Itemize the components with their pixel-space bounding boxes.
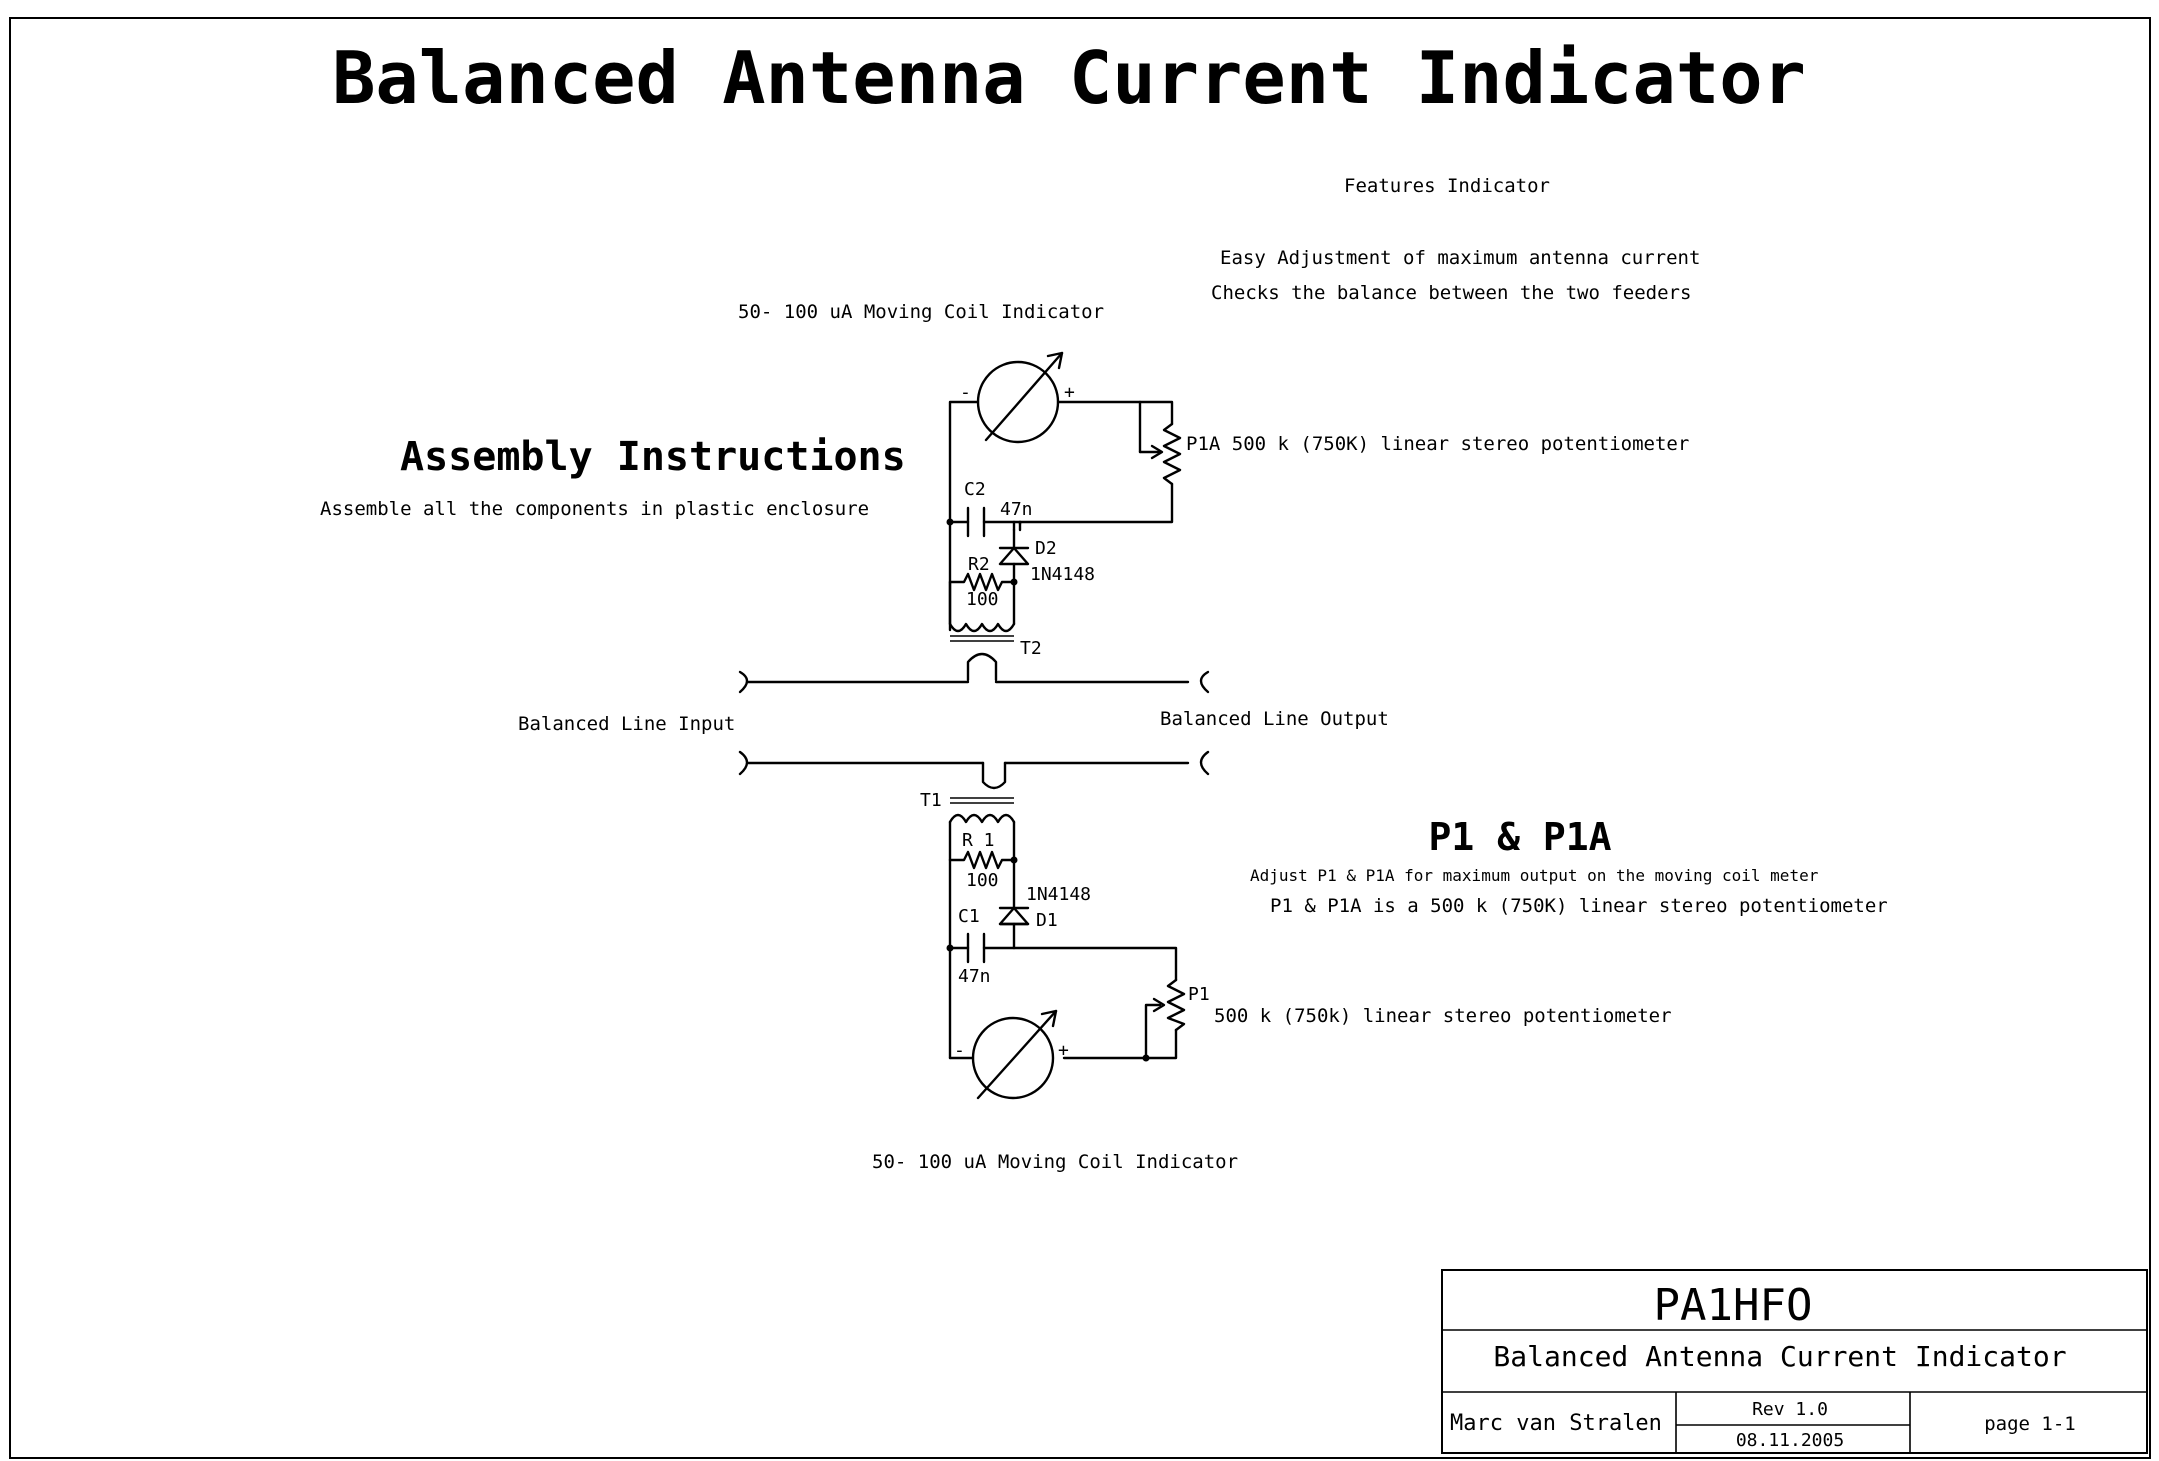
features-line-1: Easy Adjustment of maximum antenna curre… <box>1220 247 1700 269</box>
title-block-author: Marc van Stralen <box>1450 1411 1662 1436</box>
meter-top-label: 50- 100 uA Moving Coil Indicator <box>738 301 1104 323</box>
d2-diode-icon <box>998 528 1030 584</box>
meter-top-minus: - <box>960 382 971 403</box>
title-block <box>1441 1269 2148 1454</box>
meter-bottom-icon <box>971 1009 1058 1100</box>
balanced-line-input-label: Balanced Line Input <box>518 713 735 735</box>
page-title: Balanced Antenna Current Indicator <box>332 36 1806 120</box>
t1-label: T1 <box>920 790 942 811</box>
t2-label: T2 <box>1020 638 1042 659</box>
title-block-date: 08.11.2005 <box>1736 1430 1844 1451</box>
d1-diode-icon <box>998 858 1030 950</box>
c1-value: 47n <box>958 966 991 987</box>
c2-value: 47n <box>1000 499 1033 520</box>
p1-label: P1 <box>1188 984 1210 1005</box>
title-block-title: Balanced Antenna Current Indicator <box>1493 1340 2066 1373</box>
meter-bottom-plus: + <box>1058 1040 1069 1061</box>
features-line-2: Checks the balance between the two feede… <box>1211 282 1691 304</box>
meter-bottom-minus: - <box>954 1040 965 1061</box>
c2-label: C2 <box>964 479 986 500</box>
p1-note-heading: P1 & P1A <box>1428 815 1611 859</box>
upper-wiring <box>948 400 1174 632</box>
t2-transformer-icon <box>948 580 1016 682</box>
p1-note-line-1: Adjust P1 & P1A for maximum output on th… <box>1250 866 1819 885</box>
r1-resistor-icon <box>948 850 1018 870</box>
d1-label: D1 <box>1036 910 1058 931</box>
r2-resistor-icon <box>946 518 1018 592</box>
meter-top-plus: + <box>1064 382 1075 403</box>
lower-wiring <box>948 946 1178 1062</box>
title-block-page: page 1-1 <box>1984 1413 2076 1435</box>
balanced-line-output-label: Balanced Line Output <box>1160 708 1389 730</box>
c1-label: C1 <box>958 906 980 927</box>
assembly-text: Assemble all the components in plastic e… <box>320 498 869 520</box>
sheet-border <box>9 17 2151 1459</box>
title-block-rev: Rev 1.0 <box>1752 1399 1828 1420</box>
d2-part: 1N4148 <box>1030 564 1095 585</box>
p1-description: 500 k (750k) linear stereo potentiometer <box>1214 1005 1672 1027</box>
p1a-label: P1A 500 k (750K) linear stereo potentiom… <box>1186 433 1689 455</box>
t1-transformer-icon <box>948 797 1016 862</box>
c1-capacitor-icon <box>946 858 1016 1060</box>
r2-label: R2 <box>968 554 990 575</box>
features-heading: Features Indicator <box>1344 175 1550 197</box>
d2-label: D2 <box>1035 538 1057 559</box>
meter-bottom-label: 50- 100 uA Moving Coil Indicator <box>872 1151 1238 1173</box>
meter-top-icon <box>976 351 1064 444</box>
title-block-callsign: PA1HFO <box>1654 1280 1813 1331</box>
c2-capacitor-icon <box>966 506 986 538</box>
r1-value: 100 <box>966 870 999 891</box>
upper-feed-line <box>738 670 1210 694</box>
r2-value: 100 <box>966 589 999 610</box>
d1-part: 1N4148 <box>1026 884 1091 905</box>
p1-note-line-2: P1 & P1A is a 500 k (750K) linear stereo… <box>1270 895 1888 917</box>
p1a-potentiometer-icon <box>1138 422 1182 486</box>
p1-potentiometer-icon <box>1152 978 1186 1032</box>
assembly-heading: Assembly Instructions <box>400 434 906 480</box>
lower-feed-line <box>738 750 1210 790</box>
r1-label: R 1 <box>962 830 995 851</box>
